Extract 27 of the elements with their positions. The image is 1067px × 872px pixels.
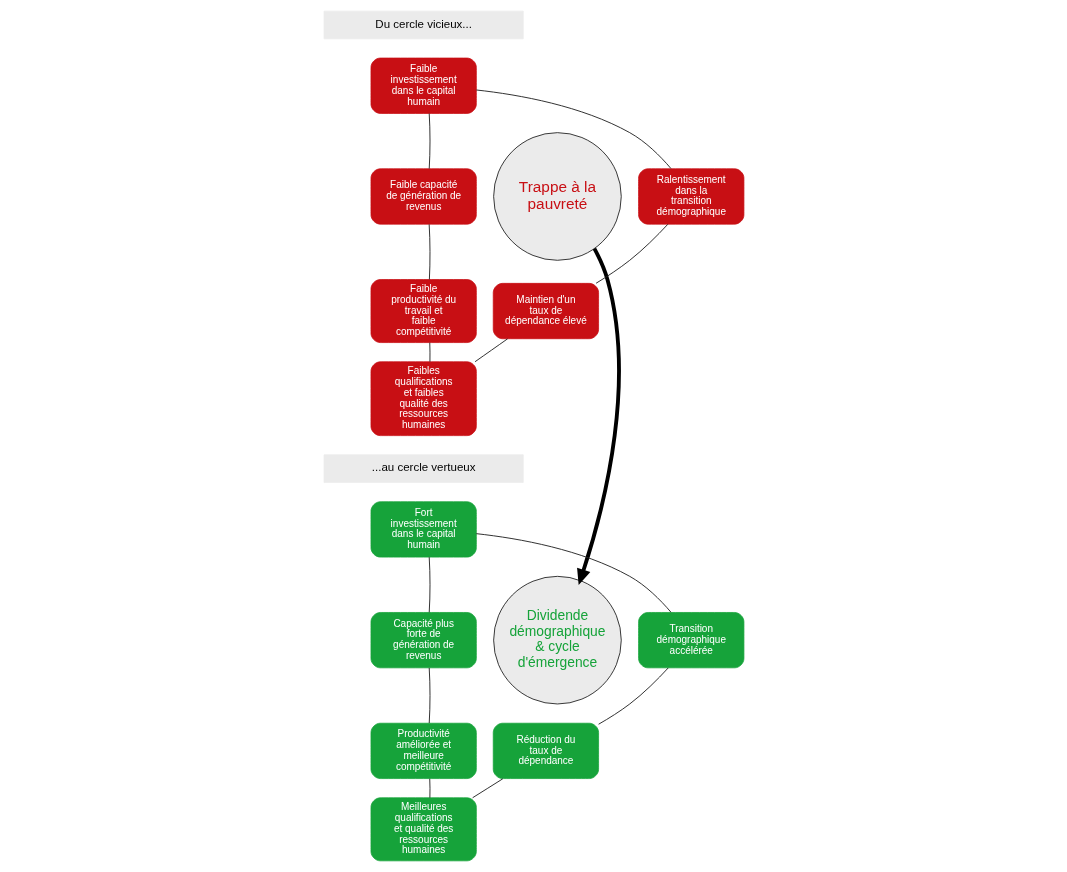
connector <box>474 338 508 363</box>
connector <box>475 533 671 613</box>
node-box: Transition démographique accélérée <box>637 612 744 669</box>
connector <box>595 223 668 284</box>
connector <box>428 342 430 363</box>
connector <box>428 223 430 280</box>
node-box: Meilleures qualifications et qualité des ressources humaines <box>370 797 477 862</box>
node-box: Capacité plus forte de génération de revenus <box>370 612 477 669</box>
node-box: Faible productivité du travail et faible compétitivité <box>370 279 477 343</box>
node-box: Faible investissement dans le capital humain <box>370 57 477 114</box>
connector <box>428 556 430 613</box>
node-circle: Trappe à la pauvreté <box>492 132 622 261</box>
node-box: Maintien d'un taux de dépendance élevé <box>492 282 599 340</box>
node-circle: Dividende démographique & cycle d'émergence <box>492 575 622 705</box>
node-box: Fort investissement dans le capital humain <box>370 501 477 558</box>
connector <box>428 113 430 170</box>
connector <box>471 778 503 799</box>
node-box: Ralentissement dans la transition démographique <box>637 168 744 225</box>
node-box: Faibles qualifications et faibles qualité des ressources humaines <box>370 361 477 436</box>
arrow <box>576 247 621 585</box>
connector <box>597 667 669 725</box>
node-box: Productivité améliorée et meilleure compétitivité <box>370 722 477 779</box>
connector <box>428 778 430 799</box>
connector <box>475 89 671 169</box>
connector <box>428 667 430 724</box>
node-box: Faible capacité de génération de revenus <box>370 168 477 225</box>
node-box: Réduction du taux de dépendance <box>492 722 599 779</box>
